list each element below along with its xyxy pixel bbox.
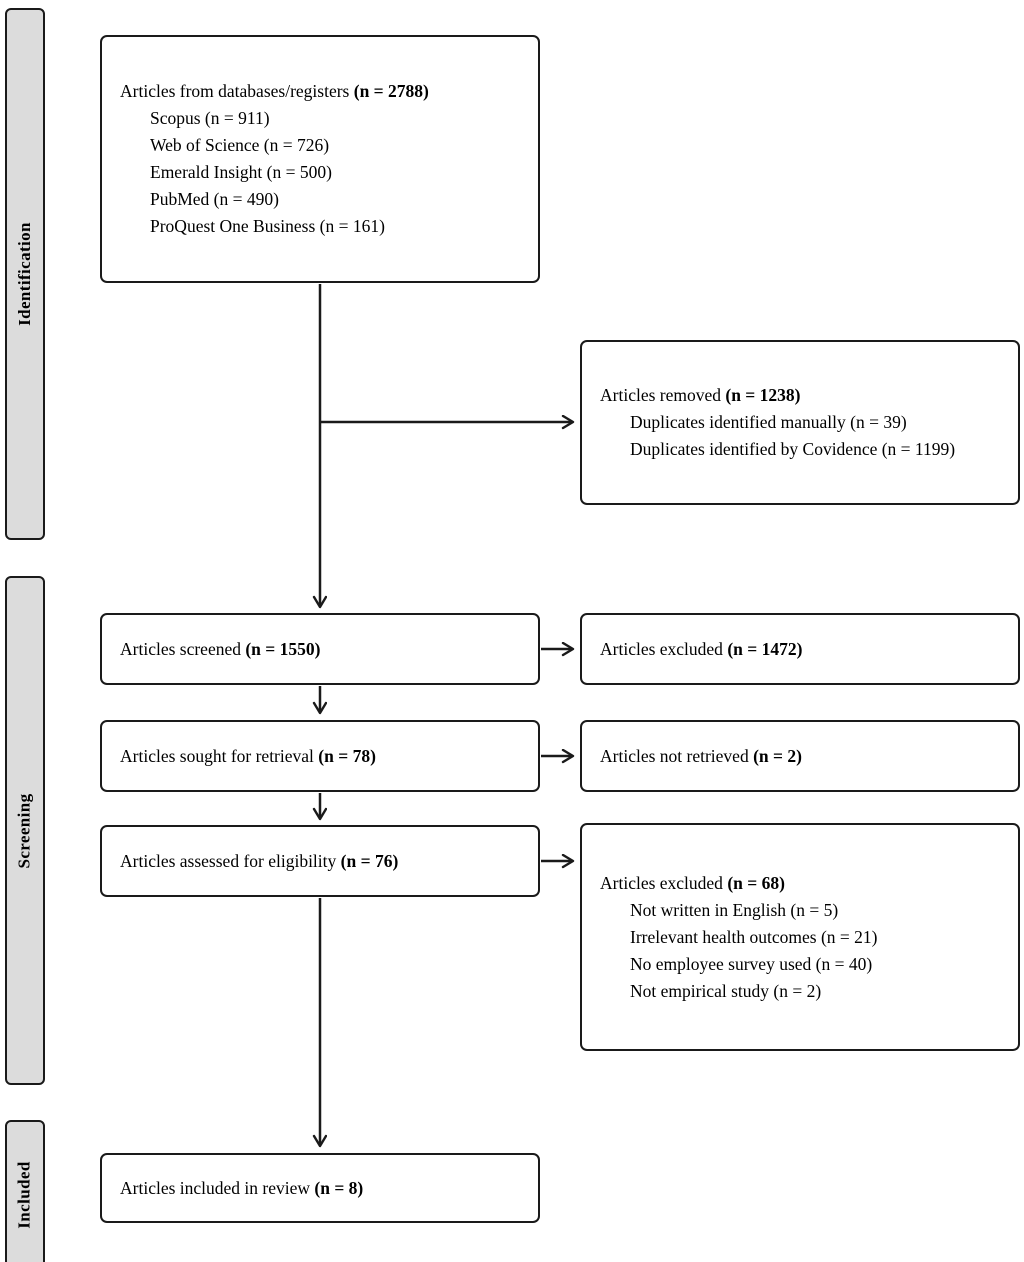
phase-label-screening: Screening bbox=[5, 576, 45, 1085]
box-title: Articles included in review (n = 8) bbox=[120, 1177, 364, 1198]
box-title: Articles from databases/registers (n = 2… bbox=[120, 81, 429, 101]
box-title: Articles excluded (n = 1472) bbox=[600, 638, 803, 659]
box-articles-assessed-for-eligibility: Articles assessed for eligibility (n = 7… bbox=[100, 825, 540, 897]
box-articles-from-databases: Articles from databases/registers (n = 2… bbox=[100, 35, 540, 283]
database-source-list: Scopus (n = 911) Web of Science (n = 726… bbox=[120, 105, 528, 240]
phase-label-included: Included bbox=[5, 1120, 45, 1262]
list-item: ProQuest One Business (n = 161) bbox=[150, 216, 385, 236]
box-articles-not-retrieved: Articles not retrieved (n = 2) bbox=[580, 720, 1020, 792]
removed-reason-list: Duplicates identified manually (n = 39) … bbox=[600, 409, 1008, 463]
list-item: Web of Science (n = 726) bbox=[150, 135, 330, 155]
phase-label-text: Identification bbox=[15, 222, 35, 326]
box-title: Articles sought for retrieval (n = 78) bbox=[120, 745, 376, 766]
phase-label-text: Included bbox=[15, 1161, 35, 1229]
box-title: Articles screened (n = 1550) bbox=[120, 638, 321, 659]
box-articles-excluded-eligibility: Articles excluded (n = 68) Not written i… bbox=[580, 823, 1020, 1051]
box-articles-included-in-review: Articles included in review (n = 8) bbox=[100, 1153, 540, 1223]
box-title: Articles excluded (n = 68) bbox=[600, 872, 785, 893]
list-item: Duplicates identified manually (n = 39) bbox=[630, 412, 907, 432]
box-title: Articles removed (n = 1238) bbox=[600, 385, 801, 405]
list-item: Irrelevant health outcomes (n = 21) bbox=[630, 926, 878, 947]
box-articles-sought-for-retrieval: Articles sought for retrieval (n = 78) bbox=[100, 720, 540, 792]
list-item: No employee survey used (n = 40) bbox=[630, 953, 873, 974]
box-title: Articles assessed for eligibility (n = 7… bbox=[120, 850, 399, 871]
phase-label-text: Screening bbox=[15, 792, 34, 869]
list-item: Not empirical study (n = 2) bbox=[630, 980, 822, 1001]
list-item: PubMed (n = 490) bbox=[150, 189, 279, 209]
list-item: Duplicates identified by Covidence (n = … bbox=[630, 439, 956, 459]
box-articles-removed: Articles removed (n = 1238) Duplicates i… bbox=[580, 340, 1020, 505]
phase-label-identification: Identification bbox=[5, 8, 45, 540]
box-articles-screened: Articles screened (n = 1550) bbox=[100, 613, 540, 685]
box-articles-excluded-screening: Articles excluded (n = 1472) bbox=[580, 613, 1020, 685]
list-item: Emerald Insight (n = 500) bbox=[150, 162, 332, 182]
list-item: Not written in English (n = 5) bbox=[630, 899, 839, 920]
box-title: Articles not retrieved (n = 2) bbox=[600, 745, 802, 766]
exclusion-reason-list: Not written in English (n = 5) Irrelevan… bbox=[600, 897, 1008, 1005]
list-item: Scopus (n = 911) bbox=[150, 108, 270, 128]
